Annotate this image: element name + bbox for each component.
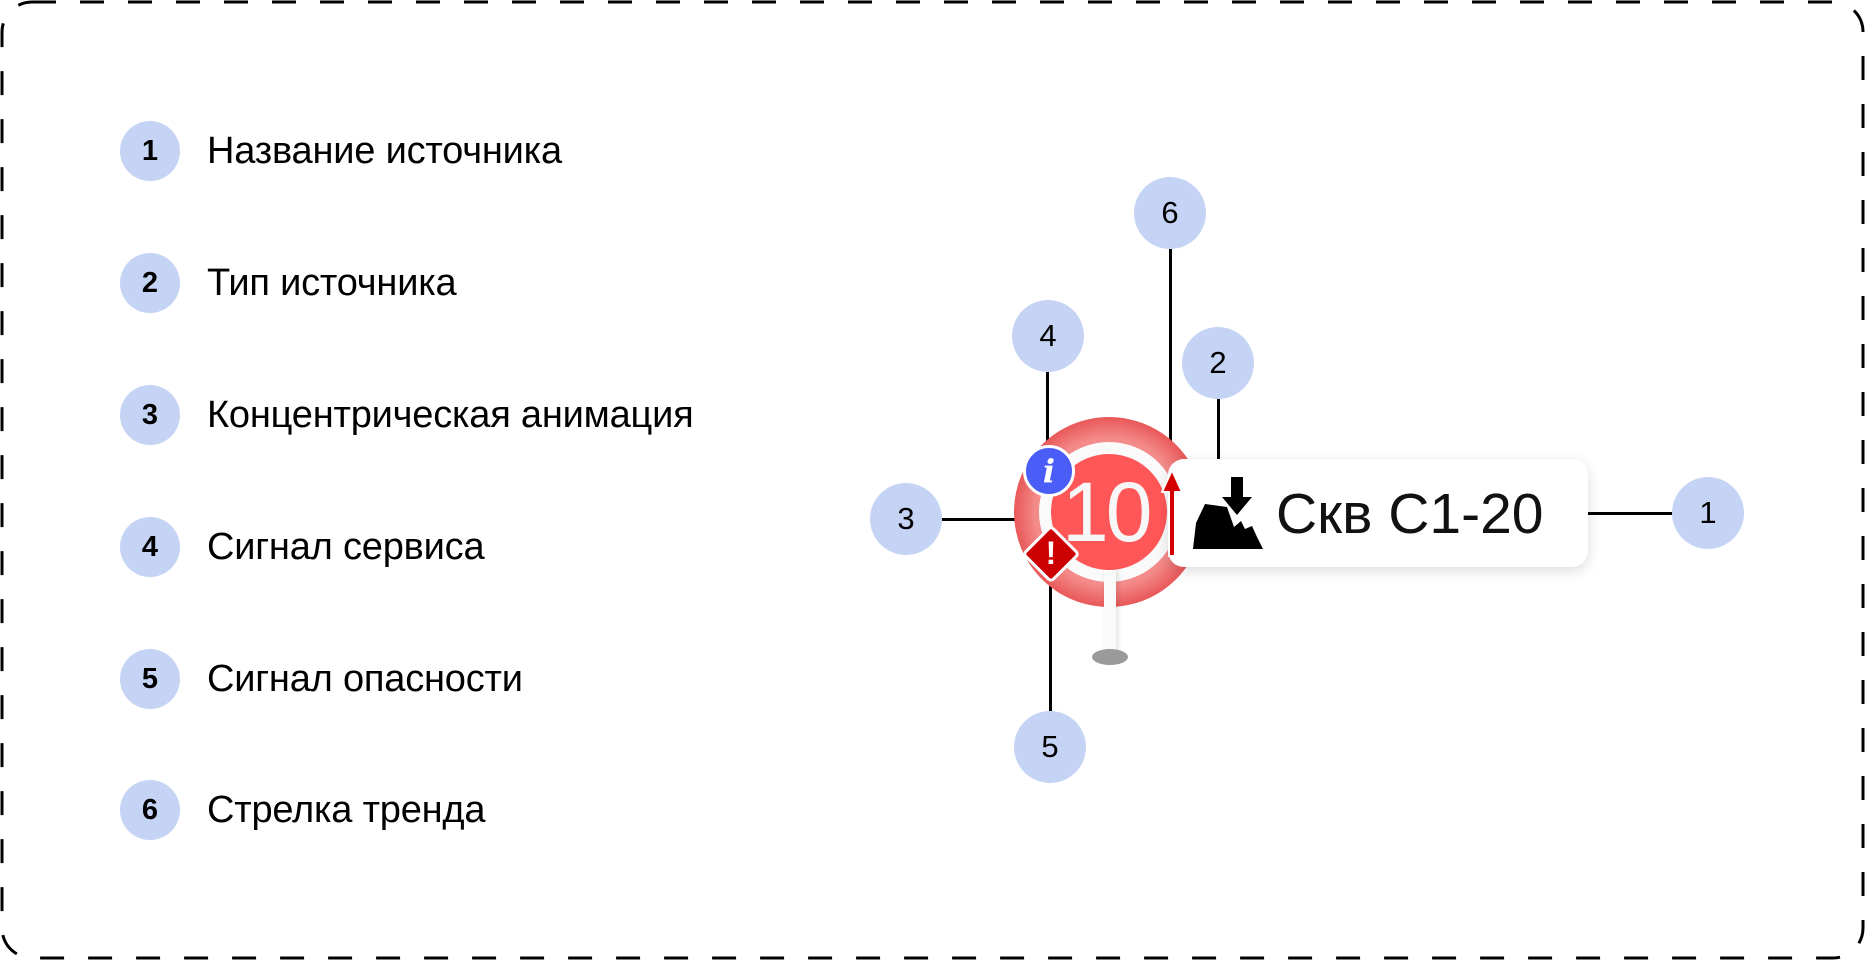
legend-label: Название источника <box>207 129 562 172</box>
callout-3: 3 <box>870 483 942 555</box>
legend-item-5: 5 Сигнал опасности <box>120 649 523 709</box>
legend-item-6: 6 Стрелка тренда <box>120 780 486 840</box>
callout-5: 5 <box>1014 711 1086 783</box>
leader-line-3 <box>942 518 1016 521</box>
legend-label: Тип источника <box>207 261 457 304</box>
marker-value: 10 <box>1062 465 1152 559</box>
exclamation-icon: ! <box>1045 534 1057 571</box>
legend-item-2: 2 Тип источника <box>120 253 457 313</box>
legend-label: Сигнал опасности <box>207 657 523 700</box>
leader-line-6 <box>1169 249 1172 471</box>
info-icon[interactable]: i <box>1023 445 1075 497</box>
leader-line-5 <box>1049 586 1052 711</box>
legend-label: Концентрическая анимация <box>207 393 694 436</box>
legend-item-4: 4 Сигнал сервиса <box>120 517 485 577</box>
legend-label: Сигнал сервиса <box>207 525 485 568</box>
legend-badge: 3 <box>120 385 180 445</box>
leader-line-1 <box>1572 512 1672 515</box>
callout-4: 4 <box>1012 300 1084 372</box>
legend-badge: 4 <box>120 517 180 577</box>
legend-badge: 6 <box>120 780 180 840</box>
legend-badge: 1 <box>120 121 180 181</box>
legend-item-3: 3 Концентрическая анимация <box>120 385 694 445</box>
callout-1: 1 <box>1672 477 1744 549</box>
callout-6: 6 <box>1134 177 1206 249</box>
arrow-up-icon <box>1161 469 1183 557</box>
marker-stem-shadow <box>1092 649 1128 665</box>
source-name: Скв С1-20 <box>1276 482 1544 546</box>
leader-line-2 <box>1217 399 1220 459</box>
well-drilling-icon <box>1193 477 1263 549</box>
legend-item-1: 1 Название источника <box>120 121 562 181</box>
legend-badge: 2 <box>120 253 180 313</box>
marker-stem <box>1104 570 1116 658</box>
legend-badge: 5 <box>120 649 180 709</box>
callout-2: 2 <box>1182 327 1254 399</box>
leader-line-4 <box>1046 372 1049 448</box>
legend-label: Стрелка тренда <box>207 788 486 831</box>
